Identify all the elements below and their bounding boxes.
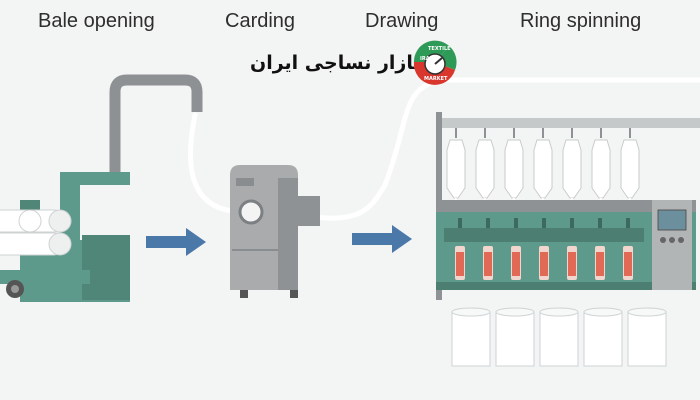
sliver-can xyxy=(627,307,667,367)
stage-label-bale-opening: Bale opening xyxy=(38,10,155,32)
sliver-can xyxy=(583,307,623,367)
sliver-can xyxy=(539,307,579,367)
carding-machine xyxy=(230,165,320,298)
sliver-can xyxy=(451,307,491,367)
flow-arrow-2 xyxy=(352,225,412,253)
spindle xyxy=(483,218,493,280)
spindle xyxy=(567,218,577,280)
spindle xyxy=(595,218,605,280)
ring-spinning-frame xyxy=(436,112,700,300)
logo-text-iran: IRAN xyxy=(420,56,434,62)
spindles xyxy=(455,218,633,280)
sliver-can xyxy=(495,307,535,367)
fiber-sliver xyxy=(187,77,700,221)
brand-logo-icon xyxy=(413,40,457,85)
brand-name: بازار نساجی ایران xyxy=(250,52,421,74)
sliver-cans xyxy=(451,307,667,367)
roving-bobbins xyxy=(446,128,640,223)
suction-duct xyxy=(109,74,203,172)
cotton-bales xyxy=(0,209,72,256)
spindle xyxy=(623,218,633,280)
stage-label-ring-spinning: Ring spinning xyxy=(520,10,642,32)
stage-label-carding: Carding xyxy=(225,10,296,32)
logo-text-textile: TEXTILE xyxy=(428,46,451,52)
logo-text-market: MARKET xyxy=(424,76,448,82)
stage-label-drawing: Drawing xyxy=(365,10,439,32)
spindle xyxy=(511,218,521,280)
flow-arrow-1 xyxy=(146,228,206,256)
spindle xyxy=(539,218,549,280)
spindle xyxy=(455,218,465,280)
